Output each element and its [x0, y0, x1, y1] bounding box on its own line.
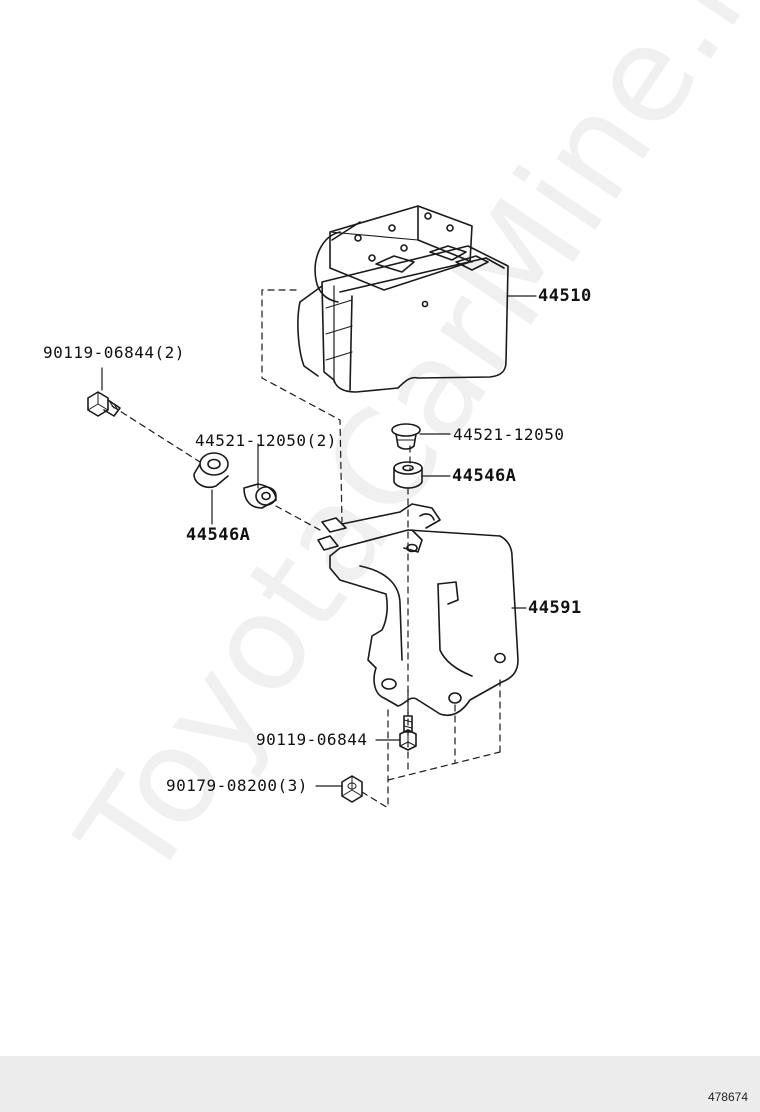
label-cushion-left: 44546A	[186, 525, 251, 545]
screw-bottom-part[interactable]	[399, 715, 417, 751]
collar-single-part[interactable]	[391, 423, 421, 450]
label-bracket: 44591	[528, 598, 582, 618]
cushion-left-part[interactable]	[193, 452, 229, 489]
label-cushion-right: 44546A	[452, 466, 517, 486]
nut-part[interactable]	[341, 775, 363, 803]
label-collar-pair: 44521-12050(2)	[195, 431, 337, 450]
collar-pair-part[interactable]	[243, 483, 277, 509]
diagram-id: 478674	[707, 1090, 748, 1104]
exploded-view-drawing	[87, 205, 537, 809]
footer-bar: 478674	[0, 1056, 760, 1112]
label-screw-top-left: 90119-06844(2)	[43, 343, 185, 362]
leader-lines	[101, 295, 537, 787]
label-collar-single: 44521-12050	[453, 425, 565, 444]
screw-top-left-part[interactable]	[87, 391, 121, 417]
abs-actuator-part[interactable]	[297, 205, 509, 393]
assembly-guide-lines	[111, 289, 501, 809]
cushion-right-part[interactable]	[393, 461, 423, 489]
label-nut: 90179-08200(3)	[166, 776, 308, 795]
label-actuator: 44510	[538, 286, 592, 306]
label-screw-bottom: 90119-06844	[256, 730, 368, 749]
bracket-part[interactable]	[317, 503, 519, 716]
